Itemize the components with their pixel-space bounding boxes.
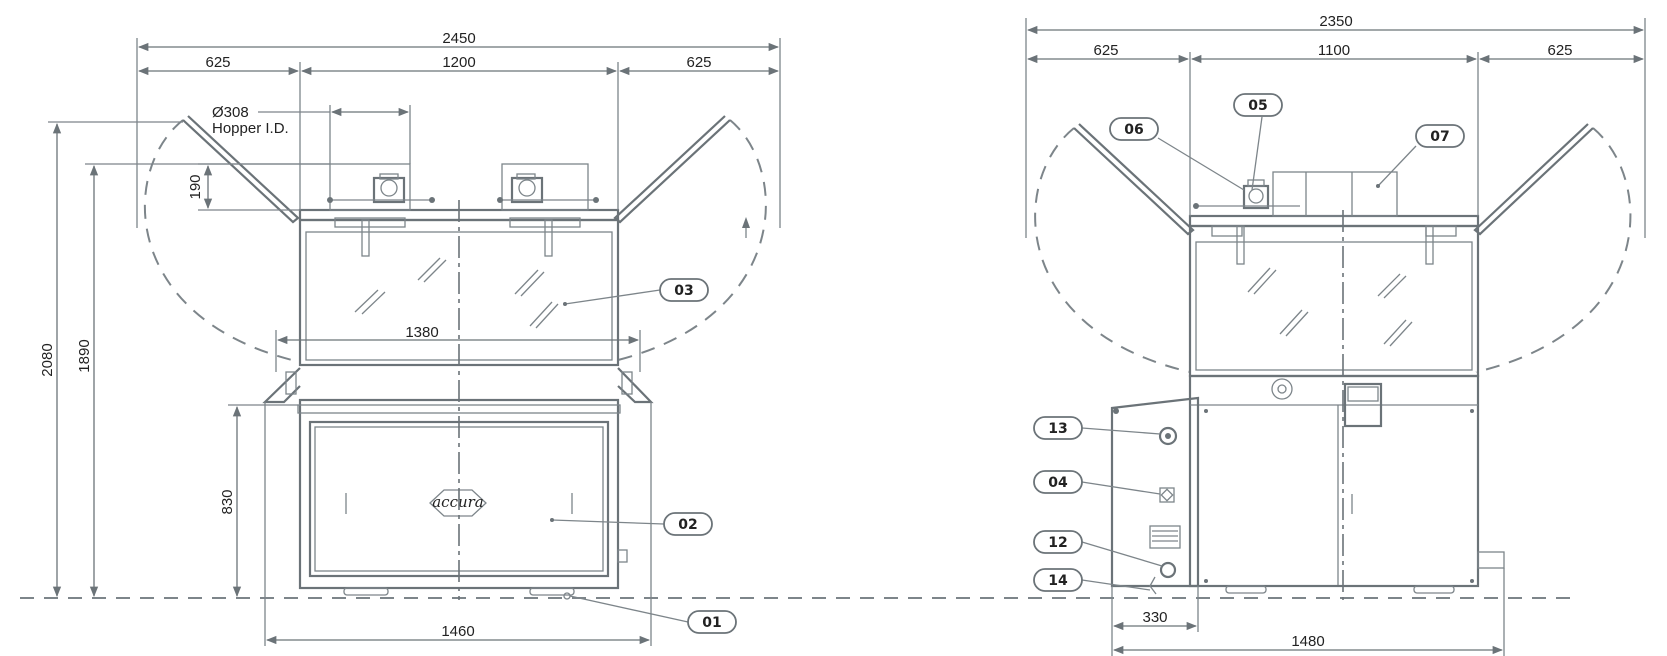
callout-05 <box>1233 93 1283 117</box>
dim-front-height-1890: 1890 <box>76 339 93 372</box>
hopper-diameter: Ø308 <box>212 104 249 121</box>
dim-side-left-wing: 625 <box>1093 42 1118 59</box>
right-open-door <box>613 115 731 224</box>
left-open-door <box>182 115 300 224</box>
svg-text:13: 13 <box>1048 421 1067 437</box>
left-door-swing-arc <box>143 119 301 363</box>
svg-text:01: 01 <box>702 615 721 631</box>
control-panel <box>1110 396 1200 588</box>
svg-text:03: 03 <box>674 283 693 299</box>
svg-text:04: 04 <box>1048 475 1068 491</box>
callout-12 <box>1033 530 1083 554</box>
accura-logo: accura <box>429 489 487 517</box>
dim-front-base-width: 1460 <box>441 623 474 640</box>
dim-front-left-wing: 625 <box>205 54 230 71</box>
dim-front-right-wing: 625 <box>686 54 711 71</box>
dim-side-right-wing: 625 <box>1547 42 1572 59</box>
svg-text:05: 05 <box>1248 98 1267 114</box>
side-left-door-swing-arc <box>1034 127 1191 373</box>
callout-14 <box>1033 568 1083 592</box>
side-right-door-swing-arc <box>1475 127 1632 373</box>
hopper-right <box>497 163 599 211</box>
svg-text:14: 14 <box>1048 573 1068 589</box>
dim-side-overall-width: 2350 <box>1319 13 1352 30</box>
dim-hopper-height: 190 <box>187 174 204 199</box>
dim-front-height-830: 830 <box>219 489 236 514</box>
svg-text:12: 12 <box>1048 535 1067 551</box>
dim-front-overall-height: 2080 <box>39 343 56 376</box>
callout-03 <box>659 278 709 302</box>
callout-07 <box>1415 124 1465 148</box>
dim-side-panel-depth: 330 <box>1142 609 1167 626</box>
dim-side-base-depth: 1480 <box>1291 633 1324 650</box>
front-view: accura 2450 625 1200 625 Ø308 Hopper I.D… <box>39 30 781 646</box>
dim-front-inner-width: 1380 <box>405 324 438 341</box>
svg-text:06: 06 <box>1124 122 1143 138</box>
callout-01 <box>687 610 737 634</box>
svg-text:07: 07 <box>1430 129 1449 145</box>
side-view: 2350 625 1100 625 330 1480 05 06 07 13 0… <box>1025 13 1646 656</box>
dim-front-overall-width: 2450 <box>442 30 475 47</box>
hopper-left <box>327 163 435 211</box>
hopper-label: Hopper I.D. <box>212 120 289 137</box>
callout-06 <box>1109 117 1159 141</box>
side-hopper <box>1193 171 1398 217</box>
right-door-swing-arc <box>609 119 767 363</box>
callout-13 <box>1033 416 1083 440</box>
svg-text:02: 02 <box>678 517 697 533</box>
dim-front-center: 1200 <box>442 54 475 71</box>
svg-text:accura: accura <box>432 493 484 511</box>
dim-side-center: 1100 <box>1318 42 1350 59</box>
callout-04 <box>1033 470 1083 494</box>
callout-02 <box>663 512 713 536</box>
